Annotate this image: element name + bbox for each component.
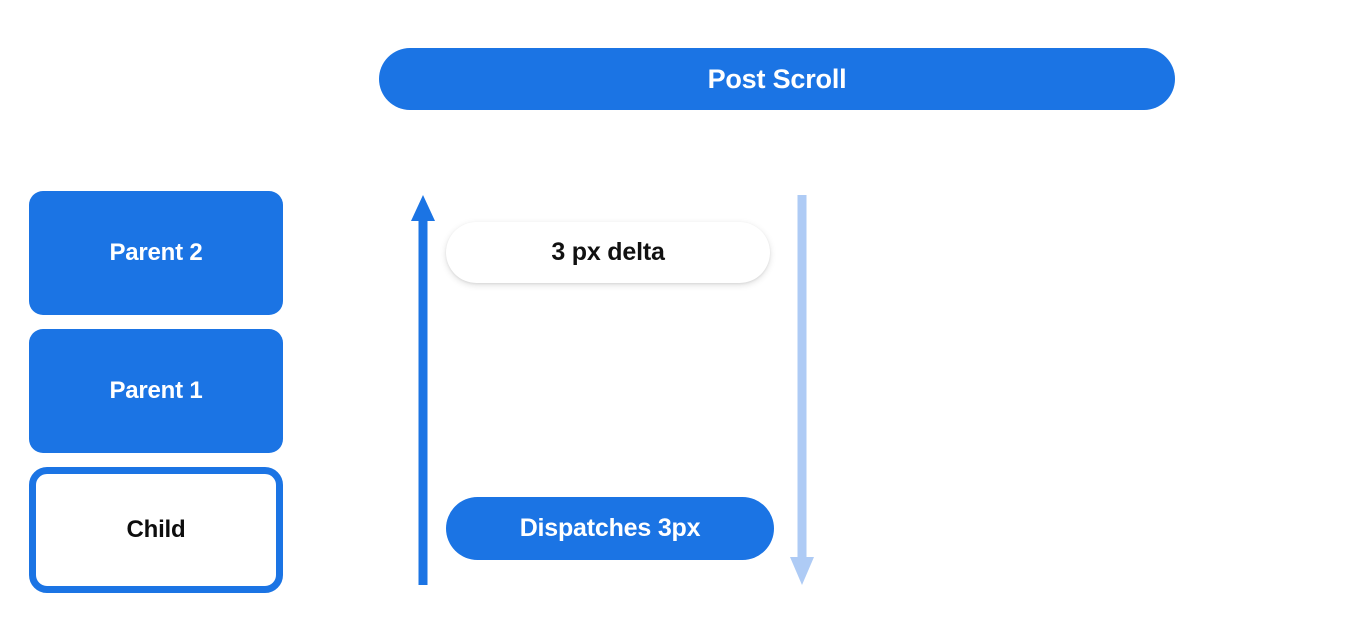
delta-annotation-label: 3 px delta	[551, 238, 665, 266]
post-scroll-header: Post Scroll	[379, 48, 1175, 110]
delta-annotation-pill: 3 px delta	[446, 222, 770, 283]
node-parent-2: Parent 2	[29, 191, 283, 315]
node-child: Child	[29, 467, 283, 593]
node-stack: Parent 2 Parent 1 Child	[29, 191, 283, 593]
node-child-label: Child	[126, 516, 186, 543]
post-scroll-header-label: Post Scroll	[707, 63, 847, 94]
node-parent-1: Parent 1	[29, 329, 283, 453]
node-parent-1-label: Parent 1	[109, 377, 203, 404]
dispatch-annotation-label: Dispatches 3px	[519, 514, 701, 542]
dispatch-annotation-pill: Dispatches 3px	[446, 497, 774, 560]
node-parent-2-label: Parent 2	[109, 239, 203, 266]
bubbling-arrow-up-icon	[411, 195, 435, 585]
scroll-arrow-down-icon	[790, 195, 814, 585]
